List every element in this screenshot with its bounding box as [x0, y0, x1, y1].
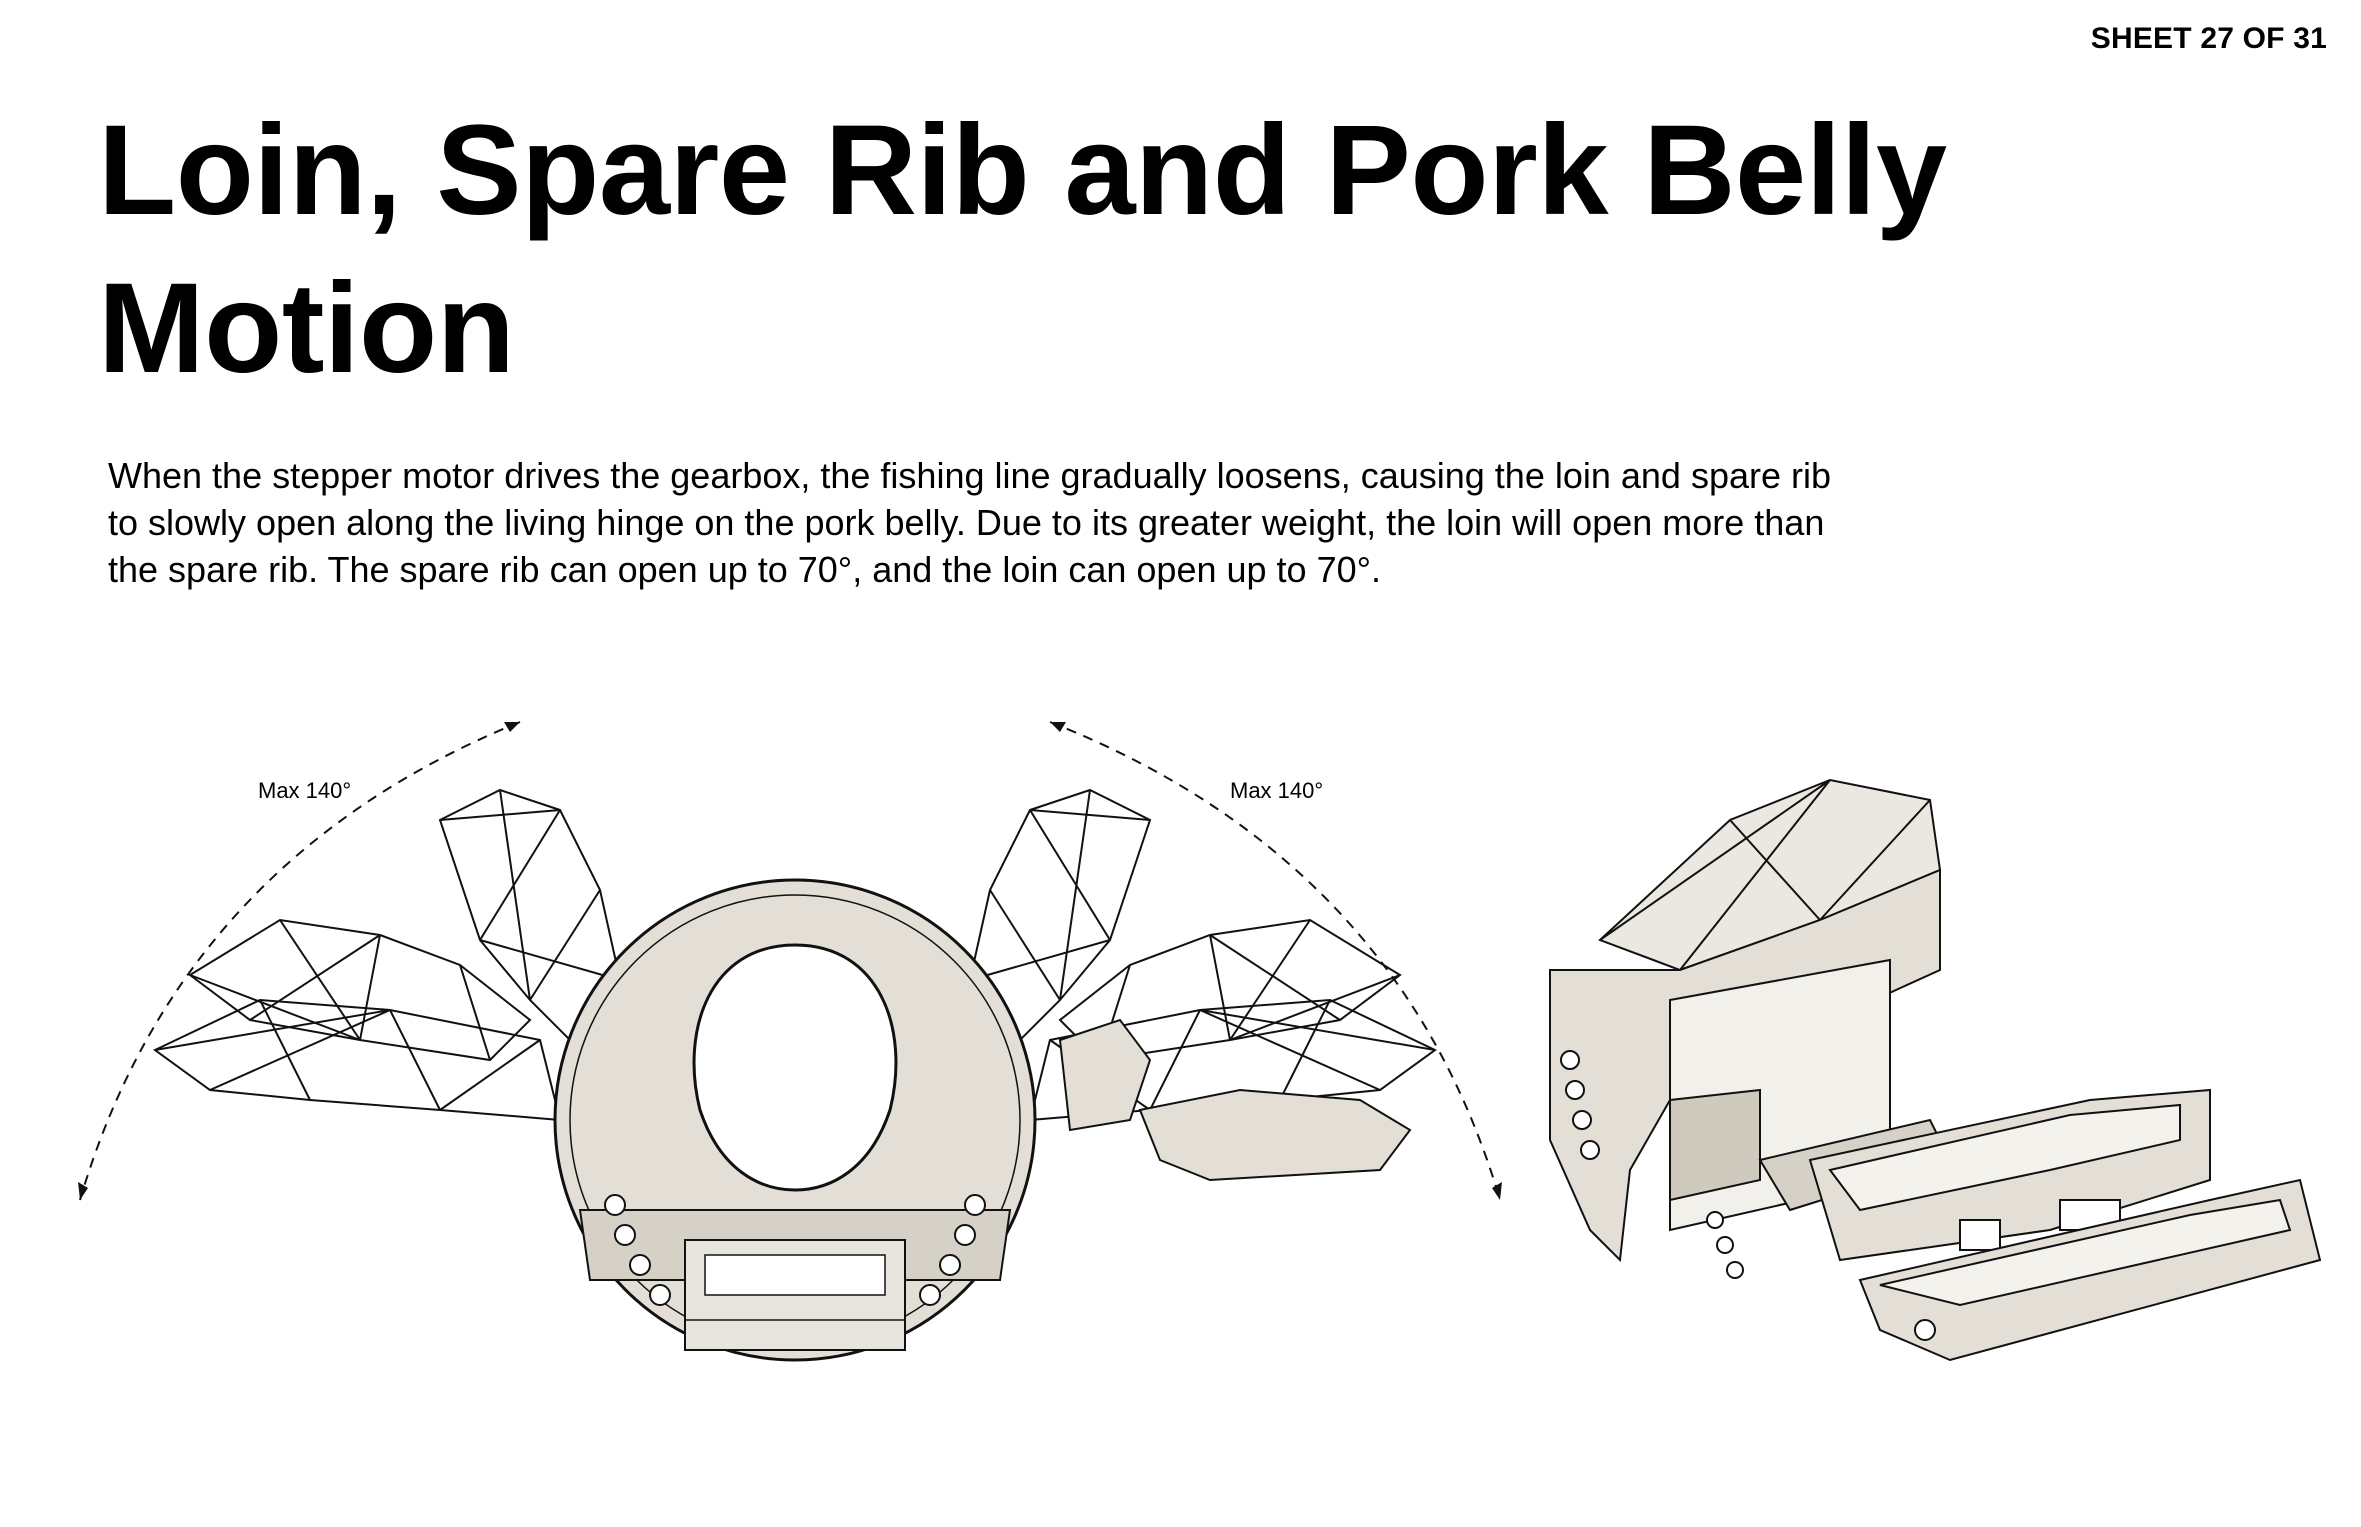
- right-arc-arrowhead-bottom: [1492, 1182, 1502, 1200]
- pork-belly-body: [553, 878, 1037, 1362]
- isometric-view-drawing: [1549, 778, 2322, 1362]
- page-title: Loin, Spare Rib and Pork Belly Motion: [98, 99, 1947, 400]
- sheet-number: SHEET 27 OF 31: [2090, 22, 2327, 55]
- mounting-holes: [604, 1194, 986, 1306]
- left-angle-label: Max 140°: [258, 778, 351, 803]
- housing-holes: [1560, 1050, 1744, 1279]
- description-paragraph: When the stepper motor drives the gearbo…: [108, 455, 1832, 590]
- solid-flaps: [1058, 1018, 1412, 1182]
- right-angle-label: Max 140°: [1230, 778, 1323, 803]
- left-arc-arrowhead-bottom: [78, 1182, 88, 1200]
- right-wireframe-flaps: [968, 788, 1437, 1122]
- spare-rib-tray: [1808, 1088, 2211, 1262]
- front-view-drawing: Max 140° Max 140°: [78, 721, 1502, 1362]
- right-motion-arc: [1049, 721, 1501, 1201]
- left-arc-arrowhead-top: [504, 722, 520, 732]
- right-arc-arrowhead-top: [1050, 722, 1066, 732]
- left-wireframe-flaps: [153, 788, 622, 1122]
- loin-tray: [1858, 1178, 2322, 1362]
